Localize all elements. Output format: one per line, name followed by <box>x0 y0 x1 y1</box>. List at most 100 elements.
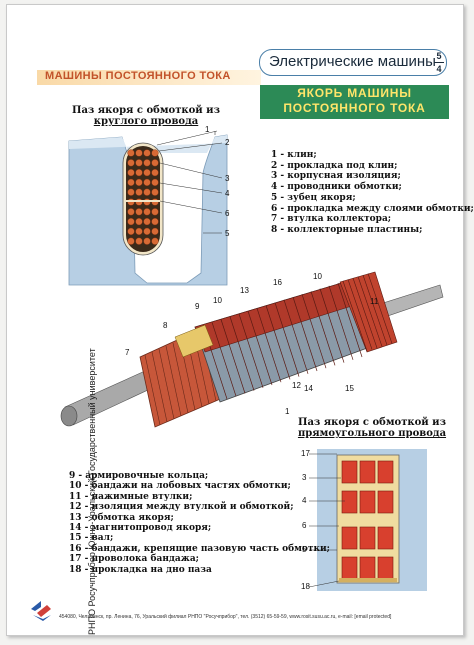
armature-callout-14: 14 <box>304 384 313 393</box>
armature-callout-16: 16 <box>273 278 282 287</box>
end-winding-line <box>342 280 368 352</box>
round-slot-caption-line2: круглого провода <box>93 116 199 127</box>
core-lamination-line <box>292 296 318 372</box>
legend-item: 13 - обмотка якоря; <box>69 512 174 523</box>
core-lamination-line <box>310 291 336 366</box>
round-slot-diagram: 1 2 3 4 6 5 <box>68 125 230 286</box>
round-wire <box>127 149 135 157</box>
round-wire <box>143 208 151 216</box>
round-wire <box>151 217 159 226</box>
rect-conductor <box>377 556 394 580</box>
legend-item: 16 - бандажи, крепящие пазовую часть обм… <box>69 543 330 554</box>
round-wire <box>135 159 143 167</box>
armature-callout-11: 11 <box>370 297 379 306</box>
legend-item: 17 - проволока бандажа; <box>69 554 199 565</box>
round-wire <box>151 159 159 167</box>
shaft-end <box>60 405 78 427</box>
rect-conductor <box>359 556 376 580</box>
legend-bottom: 9 - армировочные кольца; 10 - бандажи на… <box>69 471 330 575</box>
rect-conductor <box>359 490 376 514</box>
end-winding-lines <box>342 273 393 352</box>
round-wire <box>135 168 143 177</box>
legend-item: 4 - проводники обмотки; <box>271 182 402 193</box>
core-lamination-line <box>229 316 255 391</box>
armature-callout-13: 13 <box>240 286 249 295</box>
rect-slot-callout-3: 3 <box>302 473 307 482</box>
round-wire <box>151 188 159 196</box>
commutator-bar <box>151 351 168 423</box>
section-title: МАШИНЫ ПОСТОЯННОГО ТОКА <box>45 70 231 82</box>
round-slot-callout-6: 6 <box>225 209 230 218</box>
main-title-line1: ЯКОРЬ МАШИНЫ <box>297 86 412 100</box>
end-winding-line <box>367 273 393 344</box>
armature-callout-10-left: 10 <box>213 296 222 305</box>
side-publisher-text: РНПО Росучприбор Южно-Уральский Государс… <box>87 348 97 635</box>
rect-conductor <box>377 526 394 550</box>
round-wire <box>143 159 151 167</box>
main-title: ЯКОРЬ МАШИНЫ ПОСТОЯННОГО ТОКА <box>260 86 449 116</box>
round-slot-callout-1: 1 <box>205 125 210 134</box>
round-wire <box>127 168 135 177</box>
page-number: 5 4 <box>429 51 449 74</box>
round-wire <box>143 178 151 187</box>
rect-slot-diagram: 17 3 4 6 5 18 <box>301 449 427 591</box>
rect-slot-callout-4: 4 <box>302 496 307 505</box>
legend-item: 18 - прокладка на дно паза <box>69 564 212 575</box>
header-pill <box>259 49 447 76</box>
section-bar <box>37 70 261 85</box>
armature-callout-12: 12 <box>292 381 301 390</box>
main-title-line2: ПОСТОЯННОГО ТОКА <box>283 101 426 115</box>
round-wire <box>135 178 143 187</box>
rect-slot-callout-18: 18 <box>301 582 310 591</box>
core-lamination-line <box>238 313 264 388</box>
legend-item: 2 - прокладка под клин; <box>271 160 398 171</box>
legend-item: 10 - бандажи на лобовых частях обмотки; <box>69 481 291 492</box>
page-number-top: 5 <box>436 51 442 61</box>
legend-item: 14 - магнитопровод якоря; <box>69 523 212 534</box>
main-title-box <box>260 85 449 119</box>
round-wire <box>135 227 143 236</box>
core-lamination-line <box>328 285 354 360</box>
round-slot-caption: Паз якоря с обмоткой из круглого провода <box>71 105 221 127</box>
end-winding-line <box>347 279 373 350</box>
rect-slot-caption-line2: прямоугольного провода <box>297 428 447 439</box>
legend-item: 8 - коллекторные пластины; <box>271 224 423 235</box>
rect-slot-callout-17: 17 <box>301 449 310 458</box>
rect-slot-callout-5: 5 <box>302 545 307 554</box>
round-wire <box>127 227 135 236</box>
round-wire <box>151 168 159 177</box>
round-wire <box>127 159 135 167</box>
core-lamination-line <box>256 308 282 383</box>
rect-slot-caption: Паз якоря с обмоткой из прямоугольного п… <box>297 417 447 439</box>
commutator-bar <box>144 354 161 426</box>
rect-conductor <box>341 526 358 550</box>
round-wire <box>151 149 159 157</box>
round-wire <box>143 237 151 245</box>
round-wire <box>127 188 135 196</box>
commutator-bar <box>172 342 189 414</box>
rect-conductor <box>359 526 376 550</box>
round-wire <box>143 217 151 226</box>
core-lamination-line <box>283 299 309 374</box>
page-number-bottom: 4 <box>436 64 442 74</box>
tooth-highlight <box>69 135 227 153</box>
round-slot-callout-2: 2 <box>225 138 230 147</box>
end-winding-line <box>357 276 383 347</box>
core-lamination-line <box>301 294 327 369</box>
page-number-divider <box>434 62 444 63</box>
legend-item: 6 - прокладка между слоями обмотки; <box>271 203 474 214</box>
round-slot-callout-5: 5 <box>225 229 230 238</box>
core-lamination-line <box>211 322 237 397</box>
slot-bottom-strip <box>339 578 397 582</box>
rect-conductor <box>377 460 394 484</box>
round-slot-caption-line1: Паз якоря с обмоткой из <box>72 105 220 116</box>
insulation-cutaway <box>174 324 214 358</box>
end-winding-line <box>362 274 388 346</box>
header-title: Электрические машины <box>269 53 436 70</box>
round-wire <box>135 149 143 157</box>
armature-callout-15: 15 <box>345 384 354 393</box>
core-lamination-line <box>247 310 273 386</box>
round-slot-callout-4: 4 <box>225 189 230 198</box>
round-slot-callout-3: 3 <box>225 174 230 183</box>
legend-item: 7 - втулка коллектора; <box>271 214 392 225</box>
